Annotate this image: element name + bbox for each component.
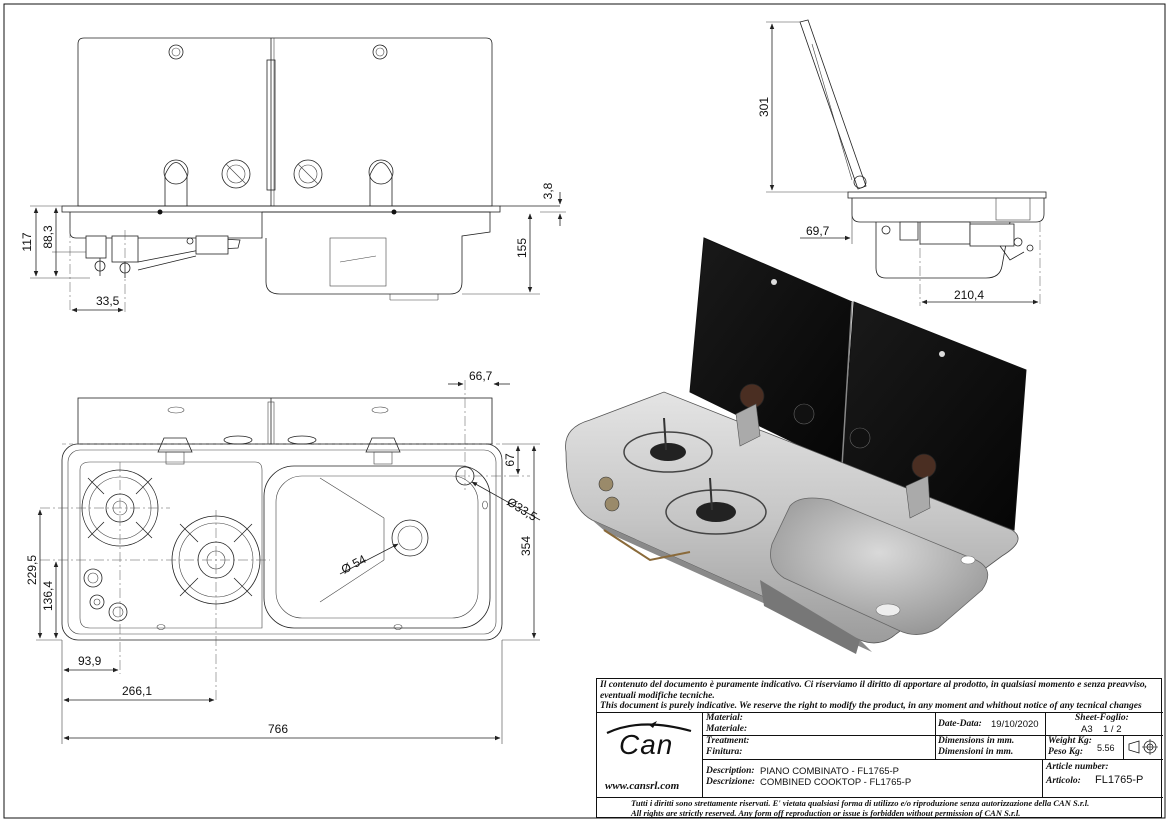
disclaimer-italian: Il contenuto del documento è puramente i… xyxy=(600,680,1148,701)
description-label-en: Description: xyxy=(706,766,755,776)
rights-italian: Tutti i diritti sono strettamente riserv… xyxy=(631,798,1090,808)
dim-hinge-offset: 69,7 xyxy=(806,224,830,238)
dim-sink-depth: 155 xyxy=(515,238,529,258)
rights-english: All rights are strictly reserved. Any fo… xyxy=(631,808,1021,818)
disclaimer-english: This document is purely indicative. We r… xyxy=(600,701,1142,711)
weight-value: 5.56 xyxy=(1097,743,1115,753)
dim-burner-axis-height: 229,5 xyxy=(25,555,39,585)
dim-glass-thickness: 3,8 xyxy=(541,182,555,199)
article-label-en: Article number: xyxy=(1046,762,1109,772)
article-value: FL1765-P xyxy=(1095,774,1144,786)
description-label-it: Descrizione: xyxy=(706,777,756,787)
date-value: 19/10/2020 xyxy=(991,719,1039,730)
dim-tap-hole-offset-x: 66,7 xyxy=(469,369,493,383)
projection-symbol-icon xyxy=(1128,739,1158,755)
dim-sink-width-side: 210,4 xyxy=(954,288,984,302)
dim-knob-axis-height: 136,4 xyxy=(41,581,55,611)
description-value-en: COMBINED COOKTOP - FL1765-P xyxy=(760,777,912,788)
dim-tap-hole-diameter: Ø33,5 xyxy=(504,495,539,524)
dim-lid-height: 301 xyxy=(757,97,771,117)
dimensions-label-en: Dimensions in mm. xyxy=(938,736,1015,746)
website: www.cansrl.com xyxy=(605,780,680,792)
side-view xyxy=(766,19,1047,306)
dim-side-body-height: 88,3 xyxy=(41,225,55,249)
date-label: Date-Data: xyxy=(938,719,982,729)
can-logo-icon xyxy=(606,721,692,734)
weight-label-it: Peso Kg: xyxy=(1048,747,1084,757)
dim-overall-width: 766 xyxy=(268,722,288,736)
can-logo: Can xyxy=(601,719,697,763)
dimensions-label-it: Dimensioni in mm. xyxy=(938,747,1014,757)
sheet-label: Sheet-Foglio: xyxy=(1075,713,1129,723)
sheet-number: 1 / 2 xyxy=(1103,724,1122,735)
treatment-label-it: Finitura: xyxy=(706,747,743,757)
article-label-it: Articolo: xyxy=(1046,776,1081,786)
dim-side-height-total: 117 xyxy=(20,232,34,251)
material-label-en: Material: xyxy=(706,713,743,723)
sheet-size: A3 xyxy=(1081,724,1093,735)
dim-tap-hole-offset-y: 67 xyxy=(503,453,517,467)
top-view xyxy=(36,380,541,744)
title-block: Il contenuto del documento è puramente i… xyxy=(596,678,1163,818)
dim-burner1-x: 93,9 xyxy=(78,654,102,668)
treatment-label-en: Treatment: xyxy=(706,736,750,746)
description-value-it: PIANO COMBINATO - FL1765-P xyxy=(760,766,900,777)
logo-text: Can xyxy=(619,729,674,760)
material-label-it: Materiale: xyxy=(706,724,748,734)
weight-label-en: Weight Kg: xyxy=(1048,736,1092,746)
product-render xyxy=(565,237,1027,654)
dim-overall-depth: 354 xyxy=(519,536,533,556)
front-view xyxy=(30,37,566,313)
dim-knob-offset: 33,5 xyxy=(96,294,120,308)
dim-burner2-x: 266,1 xyxy=(122,684,152,698)
